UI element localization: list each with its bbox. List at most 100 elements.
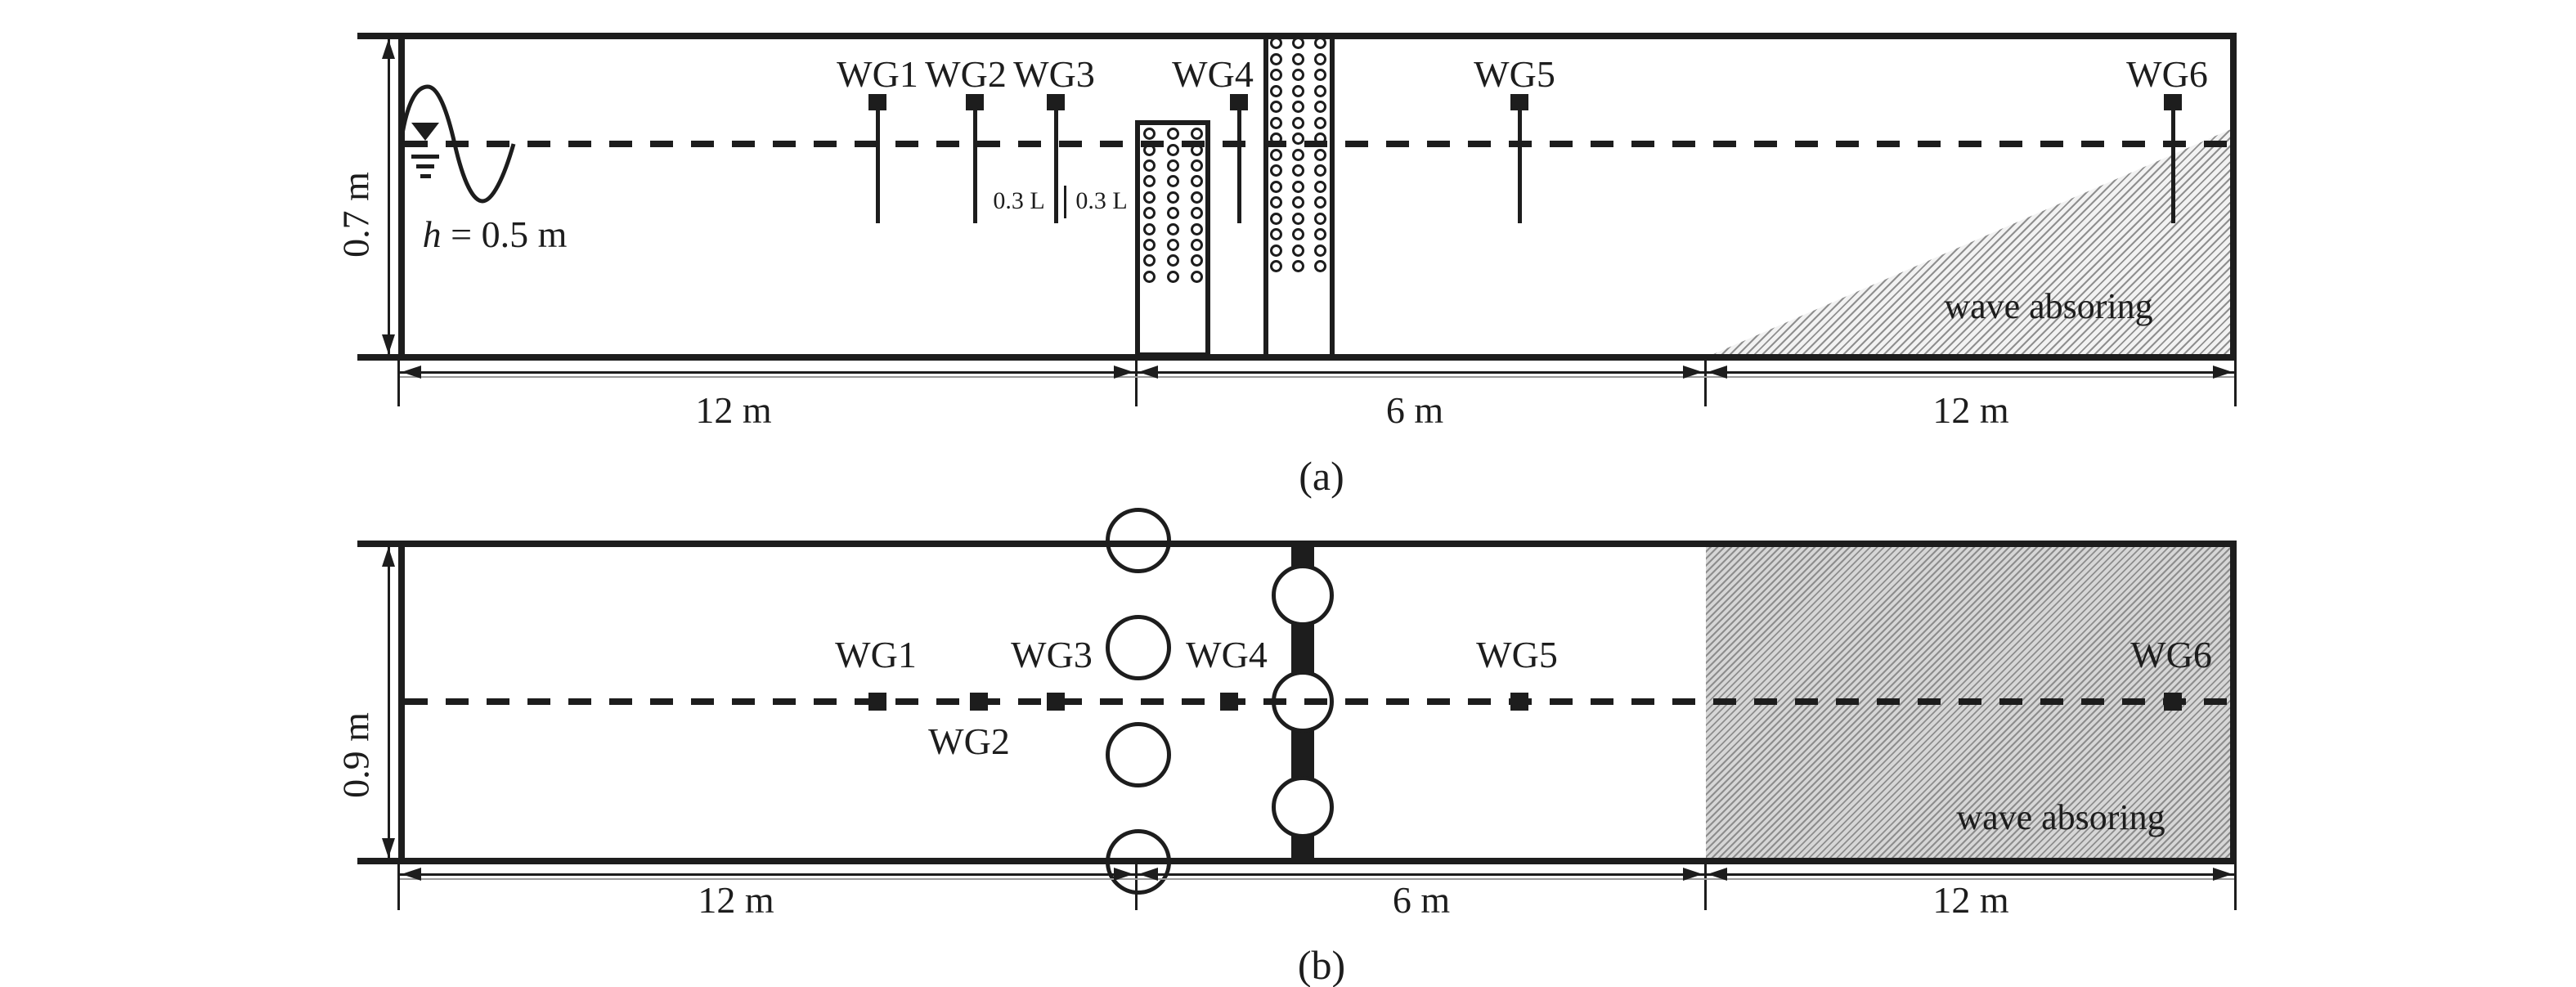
dim-b-arrow-1r-icon — [1114, 868, 1133, 881]
perforation-hole-icon — [1143, 191, 1156, 204]
perforation-hole-icon — [1191, 159, 1203, 172]
flume-b-left-wall — [398, 541, 405, 864]
perforation-hole-icon — [1314, 148, 1326, 161]
perforation-hole-icon — [1167, 238, 1179, 251]
panel-a-caption: (a) — [1299, 453, 1344, 499]
flume-height-label: 0.7 m — [334, 172, 377, 258]
perforation-hole-icon — [1292, 164, 1304, 177]
label-wg1-b: WG1 — [835, 634, 917, 675]
water-depth-label: h = 0.5 m — [423, 216, 568, 253]
label-wg3-a: WG3 — [1013, 53, 1095, 95]
perforation-hole-icon — [1314, 116, 1326, 129]
dim-a-arrow-2l-icon — [1138, 366, 1158, 379]
perforation-hole-icon — [1292, 148, 1304, 161]
perforation-hole-icon — [1292, 84, 1304, 97]
water-level-line1-icon — [411, 155, 439, 159]
perforation-hole-icon — [1270, 101, 1282, 114]
width-dim-line — [388, 547, 390, 858]
wg2-marker-a — [966, 94, 984, 110]
dim-label-a-6m: 6 m — [1385, 389, 1444, 431]
flume-centerline — [405, 698, 2230, 705]
perforation-hole-icon — [1143, 128, 1156, 141]
barrier-circle-3 — [1272, 776, 1334, 838]
dim-a-arrow-3r-icon — [2213, 366, 2233, 379]
wg1-marker-a — [868, 94, 886, 110]
perforation-hole-icon — [1167, 128, 1179, 141]
barrier-circle-1 — [1272, 564, 1334, 626]
wg5-marker-a — [1510, 94, 1528, 110]
label-wg1-a: WG1 — [837, 53, 918, 95]
height-dim-line — [388, 39, 390, 354]
perforation-hole-icon — [1270, 196, 1282, 209]
flume-a-top-wall — [357, 33, 2237, 39]
perforation-hole-icon — [1292, 196, 1304, 209]
dim-tick-a-1 — [1135, 357, 1138, 406]
dim-line-a-shadow — [400, 376, 2234, 378]
perforation-hole-icon — [1191, 270, 1203, 283]
wg5-marker-b — [1510, 693, 1528, 711]
label-wg6-a: WG6 — [2126, 53, 2208, 95]
perforation-hole-icon — [1143, 222, 1156, 236]
dim-label-a-12m-right: 12 m — [1932, 389, 2009, 431]
perforation-hole-icon — [1270, 228, 1282, 241]
dim-tick-a-3 — [2234, 361, 2237, 406]
dim-b-arrow-1l-icon — [402, 868, 421, 881]
flume-b-right-wall — [2230, 541, 2237, 864]
perforation-hole-icon — [1191, 175, 1203, 188]
perforation-hole-icon — [1191, 238, 1203, 251]
perforation-hole-icon — [1270, 52, 1282, 65]
perforation-hole-icon — [1292, 69, 1304, 82]
wg3-marker-a — [1047, 94, 1065, 110]
perforation-hole-icon — [1314, 260, 1326, 273]
perforation-hole-icon — [1314, 101, 1326, 114]
height-dim-arrow-up-icon — [382, 39, 395, 59]
perforation-hole-icon — [1292, 101, 1304, 114]
spacing-label-2: 0.3 L — [1075, 187, 1128, 214]
flume-b-bottom-wall — [357, 858, 2237, 864]
dim-line-b-shadow — [400, 878, 2234, 880]
wg3-stick-a — [1054, 110, 1058, 223]
perforation-hole-icon — [1167, 254, 1179, 267]
wg6-stick-a — [2171, 110, 2175, 223]
dim-label-b-6m: 6 m — [1392, 879, 1451, 921]
wg6-marker-a — [2164, 94, 2182, 110]
perforation-hole-icon — [1270, 148, 1282, 161]
perforation-hole-icon — [1314, 212, 1326, 225]
incident-wave-icon — [398, 84, 516, 204]
perforation-hole-icon — [1143, 159, 1156, 172]
perforation-hole-icon — [1292, 52, 1304, 65]
perforation-hole-icon — [1314, 69, 1326, 82]
wg1-marker-b — [868, 693, 886, 711]
panel-b-caption: (b) — [1297, 942, 1346, 987]
perforation-hole-icon — [1270, 212, 1282, 225]
dim-tick-b-2 — [1704, 861, 1707, 910]
perforated-column-holes — [1265, 35, 1331, 275]
perforation-hole-icon — [1270, 260, 1282, 273]
perforation-hole-icon — [1270, 244, 1282, 257]
perforation-hole-icon — [1314, 164, 1326, 177]
wg4-marker-a — [1230, 94, 1248, 110]
perforation-hole-icon — [1167, 270, 1179, 283]
dim-b-arrow-2r-icon — [1683, 868, 1703, 881]
perforation-hole-icon — [1314, 52, 1326, 65]
spacing-divider-tick — [1064, 186, 1066, 218]
absorber-label-b: wave absoring — [1956, 797, 2165, 837]
flume-a-right-wall — [2230, 33, 2237, 361]
perforation-hole-icon — [1143, 270, 1156, 283]
wg1-stick-a — [876, 110, 880, 223]
water-depth-variable: h — [422, 213, 442, 255]
perforation-hole-icon — [1191, 128, 1203, 141]
perforation-hole-icon — [1167, 191, 1179, 204]
water-depth-value: = 0.5 m — [441, 213, 568, 255]
perforation-hole-icon — [1270, 69, 1282, 82]
water-level-line3-icon — [420, 174, 431, 178]
flume-b-top-wall — [357, 541, 2237, 547]
perforation-hole-icon — [1143, 207, 1156, 220]
perforation-hole-icon — [1292, 260, 1304, 273]
label-wg4-b: WG4 — [1186, 634, 1268, 675]
dim-label-b-12m-left: 12 m — [698, 879, 774, 921]
wg4-marker-b — [1220, 693, 1238, 711]
dim-b-arrow-2l-icon — [1138, 868, 1158, 881]
perforation-hole-icon — [1314, 84, 1326, 97]
